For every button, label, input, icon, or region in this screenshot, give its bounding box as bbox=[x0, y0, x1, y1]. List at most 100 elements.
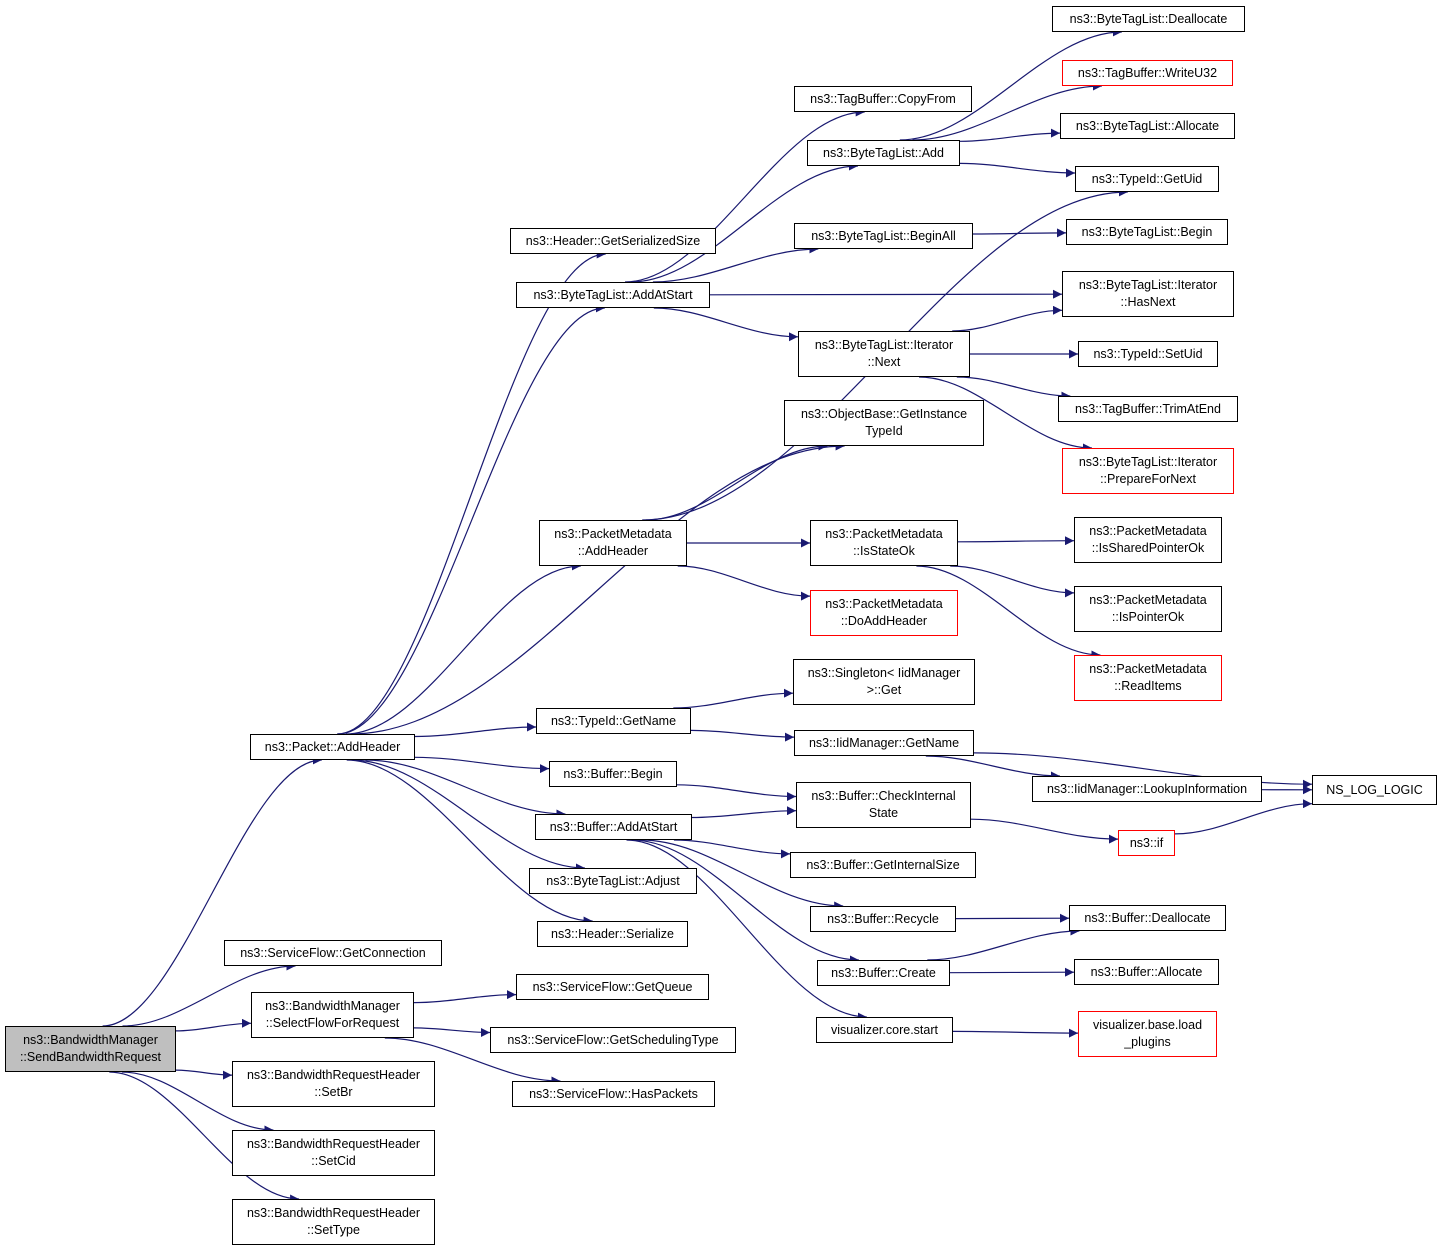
node-label-line: TypeId bbox=[865, 424, 903, 438]
node-label-line: ::SetCid bbox=[311, 1154, 356, 1168]
node-label-line: ns3::ByteTagList::BeginAll bbox=[811, 228, 956, 243]
node-buf-alloc[interactable]: ns3::Buffer::Allocate bbox=[1074, 959, 1219, 985]
edge-pkt-addheader-to-pm-addheader bbox=[345, 561, 581, 735]
node-label-line: _plugins bbox=[1124, 1035, 1171, 1049]
edge-root-to-brh-setbr bbox=[175, 1069, 233, 1080]
node-btl-it-hasnext[interactable]: ns3::ByteTagList::Iterator::HasNext bbox=[1062, 271, 1234, 317]
node-btl-beginall[interactable]: ns3::ByteTagList::BeginAll bbox=[794, 223, 973, 249]
node-vis-start[interactable]: visualizer.core.start bbox=[816, 1017, 953, 1043]
node-sf-haspackets[interactable]: ns3::ServiceFlow::HasPackets bbox=[512, 1081, 715, 1107]
node-label-line: ns3::TagBuffer::CopyFrom bbox=[810, 91, 956, 106]
node-label-line: ns3::ByteTagList::Add bbox=[823, 145, 944, 160]
node-btl-dealloc[interactable]: ns3::ByteTagList::Deallocate bbox=[1052, 6, 1245, 32]
node-buf-addatstart[interactable]: ns3::Buffer::AddAtStart bbox=[535, 814, 692, 840]
edge-btl-add-to-tid-getuid bbox=[959, 162, 1076, 178]
edge-pm-addheader-to-ob-getinst bbox=[645, 441, 828, 521]
node-label-line: ns3::PacketMetadata bbox=[825, 597, 943, 611]
node-label-line: ns3::Buffer::GetInternalSize bbox=[806, 857, 960, 872]
node-sf-getqueue[interactable]: ns3::ServiceFlow::GetQueue bbox=[516, 974, 709, 1000]
node-btl-adjust[interactable]: ns3::ByteTagList::Adjust bbox=[529, 868, 697, 894]
node-label-line: State bbox=[868, 806, 899, 820]
node-label-line: ::IsSharedPointerOk bbox=[1091, 541, 1205, 555]
edge-tid-getname-to-singleton-get bbox=[673, 688, 794, 709]
node-label-line: ns3::ByteTagList::Iterator bbox=[1078, 455, 1218, 469]
node-ns-log-logic[interactable]: NS_LOG_LOGIC bbox=[1312, 775, 1437, 805]
node-brh-setbr[interactable]: ns3::BandwidthRequestHeader::SetBr bbox=[232, 1061, 435, 1107]
node-buf-create[interactable]: ns3::Buffer::Create bbox=[817, 960, 950, 986]
node-pm-addheader[interactable]: ns3::PacketMetadata::AddHeader bbox=[539, 520, 687, 566]
node-label-line: >::Get bbox=[866, 683, 902, 697]
edge-pm-addheader-to-pm-doaddheader bbox=[677, 565, 811, 601]
node-label-line: ns3::ByteTagList::Deallocate bbox=[1069, 11, 1228, 26]
edge-root-to-pkt-addheader bbox=[102, 755, 322, 1027]
node-tb-copyfrom[interactable]: ns3::TagBuffer::CopyFrom bbox=[794, 86, 972, 112]
node-pkt-addheader[interactable]: ns3::Packet::AddHeader bbox=[250, 734, 415, 760]
node-pm-isstateok[interactable]: ns3::PacketMetadata::IsStateOk bbox=[810, 520, 958, 566]
edge-btl-it-next-to-btl-it-hasnext bbox=[952, 305, 1063, 332]
node-label-line: ns3::ByteTagList::AddAtStart bbox=[533, 287, 693, 302]
node-brh-setcid[interactable]: ns3::BandwidthRequestHeader::SetCid bbox=[232, 1130, 435, 1176]
node-buf-recycle[interactable]: ns3::Buffer::Recycle bbox=[810, 906, 956, 932]
node-label-line: ns3::TagBuffer::TrimAtEnd bbox=[1075, 401, 1221, 416]
node-btl-it-next[interactable]: ns3::ByteTagList::Iterator::Next bbox=[798, 331, 970, 377]
node-label-line: ::AddHeader bbox=[577, 544, 649, 558]
node-label-line: ns3::ByteTagList::Allocate bbox=[1075, 118, 1220, 133]
edge-pkt-addheader-to-buf-begin bbox=[414, 756, 550, 774]
edge-buf-addatstart-to-buf-create bbox=[631, 839, 859, 965]
node-buf-dealloc[interactable]: ns3::Buffer::Deallocate bbox=[1069, 905, 1226, 931]
node-pm-ispointerok[interactable]: ns3::PacketMetadata::IsPointerOk bbox=[1074, 586, 1222, 632]
node-buf-getinternalsize[interactable]: ns3::Buffer::GetInternalSize bbox=[790, 852, 976, 878]
node-vis-loadplugins[interactable]: visualizer.base.load _plugins bbox=[1078, 1011, 1217, 1057]
node-label-line: ns3::BandwidthRequestHeader bbox=[246, 1206, 421, 1220]
edge-buf-addatstart-to-buf-checkinternal bbox=[691, 806, 797, 819]
node-tid-getname[interactable]: ns3::TypeId::GetName bbox=[536, 708, 691, 734]
node-bm-select[interactable]: ns3::BandwidthManager::SelectFlowForRequ… bbox=[251, 992, 414, 1038]
node-buf-begin[interactable]: ns3::Buffer::Begin bbox=[549, 761, 677, 787]
node-hdr-serialize[interactable]: ns3::Header::Serialize bbox=[537, 921, 688, 947]
node-ns3-if[interactable]: ns3::if bbox=[1118, 830, 1175, 856]
node-btl-begin[interactable]: ns3::ByteTagList::Begin bbox=[1066, 219, 1228, 245]
edge-root-to-bm-select bbox=[175, 1018, 252, 1032]
edge-buf-checkinternal-to-ns3-if bbox=[970, 818, 1119, 844]
edge-ns3-if-to-ns-log-logic bbox=[1174, 799, 1313, 835]
edge-btl-beginall-to-btl-begin bbox=[972, 228, 1067, 238]
node-label-line: ::DoAddHeader bbox=[840, 614, 928, 628]
node-label-line: ns3::ServiceFlow::GetConnection bbox=[240, 945, 426, 960]
node-label-line: ns3::Buffer::Create bbox=[831, 965, 936, 980]
node-btl-addatstart[interactable]: ns3::ByteTagList::AddAtStart bbox=[516, 282, 710, 308]
edge-btl-add-to-btl-alloc bbox=[959, 128, 1061, 142]
node-tb-writeu32[interactable]: ns3::TagBuffer::WriteU32 bbox=[1062, 60, 1233, 86]
edge-root-to-sf-getconn bbox=[122, 961, 296, 1027]
node-pm-doaddheader[interactable]: ns3::PacketMetadata::DoAddHeader bbox=[810, 590, 958, 636]
node-iid-getname[interactable]: ns3::IidManager::GetName bbox=[794, 730, 974, 756]
node-singleton-get[interactable]: ns3::Singleton< IidManager>::Get bbox=[793, 659, 975, 705]
edge-pkt-addheader-to-btl-addatstart bbox=[337, 303, 605, 735]
node-pm-issharedptrok[interactable]: ns3::PacketMetadata::IsSharedPointerOk bbox=[1074, 517, 1222, 563]
node-sf-getsched[interactable]: ns3::ServiceFlow::GetSchedulingType bbox=[490, 1027, 736, 1053]
node-sf-getconn[interactable]: ns3::ServiceFlow::GetConnection bbox=[224, 940, 442, 966]
node-label-line: visualizer.core.start bbox=[831, 1022, 938, 1037]
node-btl-it-preparefornext[interactable]: ns3::ByteTagList::Iterator::PrepareForNe… bbox=[1062, 448, 1234, 494]
node-hdr-getsize[interactable]: ns3::Header::GetSerializedSize bbox=[510, 228, 716, 254]
edge-pkt-addheader-to-tid-getname bbox=[414, 722, 537, 738]
node-iid-lookupinfo[interactable]: ns3::IidManager::LookupInformation bbox=[1032, 776, 1262, 802]
node-label-line: ns3::Buffer::Allocate bbox=[1090, 964, 1203, 979]
node-label-line: ::IsPointerOk bbox=[1111, 610, 1185, 624]
node-tid-setuid[interactable]: ns3::TypeId::SetUid bbox=[1078, 341, 1218, 367]
node-brh-settype[interactable]: ns3::BandwidthRequestHeader::SetType bbox=[232, 1199, 435, 1245]
node-label-line: ::ReadItems bbox=[1114, 679, 1182, 693]
node-label-line: visualizer.base.load bbox=[1092, 1018, 1203, 1032]
edge-root-to-brh-setcid bbox=[121, 1071, 274, 1135]
node-btl-add[interactable]: ns3::ByteTagList::Add bbox=[807, 140, 960, 166]
node-tb-trimatend[interactable]: ns3::TagBuffer::TrimAtEnd bbox=[1058, 396, 1238, 422]
edge-btl-add-to-tb-writeu32 bbox=[912, 81, 1102, 141]
node-pm-readitems[interactable]: ns3::PacketMetadata::ReadItems bbox=[1074, 655, 1222, 701]
node-btl-alloc[interactable]: ns3::ByteTagList::Allocate bbox=[1060, 113, 1235, 139]
node-label-line: ns3::Header::Serialize bbox=[551, 926, 674, 941]
node-tid-getuid[interactable]: ns3::TypeId::GetUid bbox=[1075, 166, 1219, 192]
node-label-line: ::SetType bbox=[307, 1223, 360, 1237]
edge-buf-addatstart-to-vis-start bbox=[626, 839, 867, 1022]
